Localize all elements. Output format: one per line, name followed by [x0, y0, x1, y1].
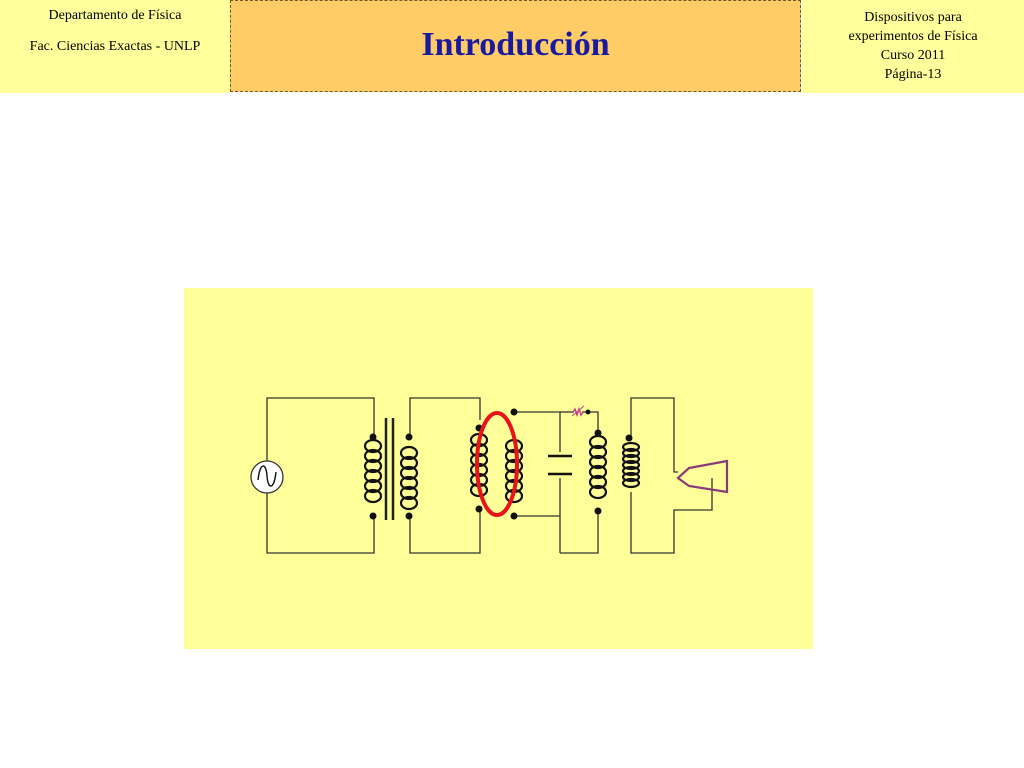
course-name-line1: Dispositivos para	[864, 10, 962, 25]
variable-resistor-icon	[571, 405, 591, 418]
circuit-diagram	[250, 397, 729, 554]
title-box: Introducción	[230, 0, 801, 92]
header-right-box: Dispositivos para experimentos de Física…	[802, 0, 1024, 93]
circuit-diagram-panel	[184, 288, 813, 649]
transformer-terminal-dots	[369, 433, 413, 520]
transformer-primary-coil-icon	[363, 438, 383, 504]
transformer-secondary-coil-icon	[399, 445, 419, 511]
circuit-wires	[266, 397, 713, 554]
transformer-core-icon	[384, 418, 395, 520]
course-name-line2: experimentos de Física	[848, 29, 978, 44]
course-year: Curso 2011	[880, 48, 946, 63]
inductor-terminal-dots	[594, 429, 602, 515]
slide-title: Introducción	[421, 26, 610, 63]
speaker-icon	[676, 459, 729, 494]
department-label: Departamento de Física	[48, 8, 182, 23]
highlight-ellipse	[475, 411, 519, 517]
page-number: Página-13	[884, 67, 942, 82]
voice-coil-icon	[621, 434, 641, 489]
inductor-coil-icon	[588, 434, 608, 500]
faculty-label: Fac. Ciencias Exactas - UNLP	[29, 39, 201, 54]
header-left-box: Departamento de Física Fac. Ciencias Exa…	[0, 0, 230, 93]
ac-source-icon	[250, 460, 284, 494]
capacitor-icon	[548, 452, 572, 478]
